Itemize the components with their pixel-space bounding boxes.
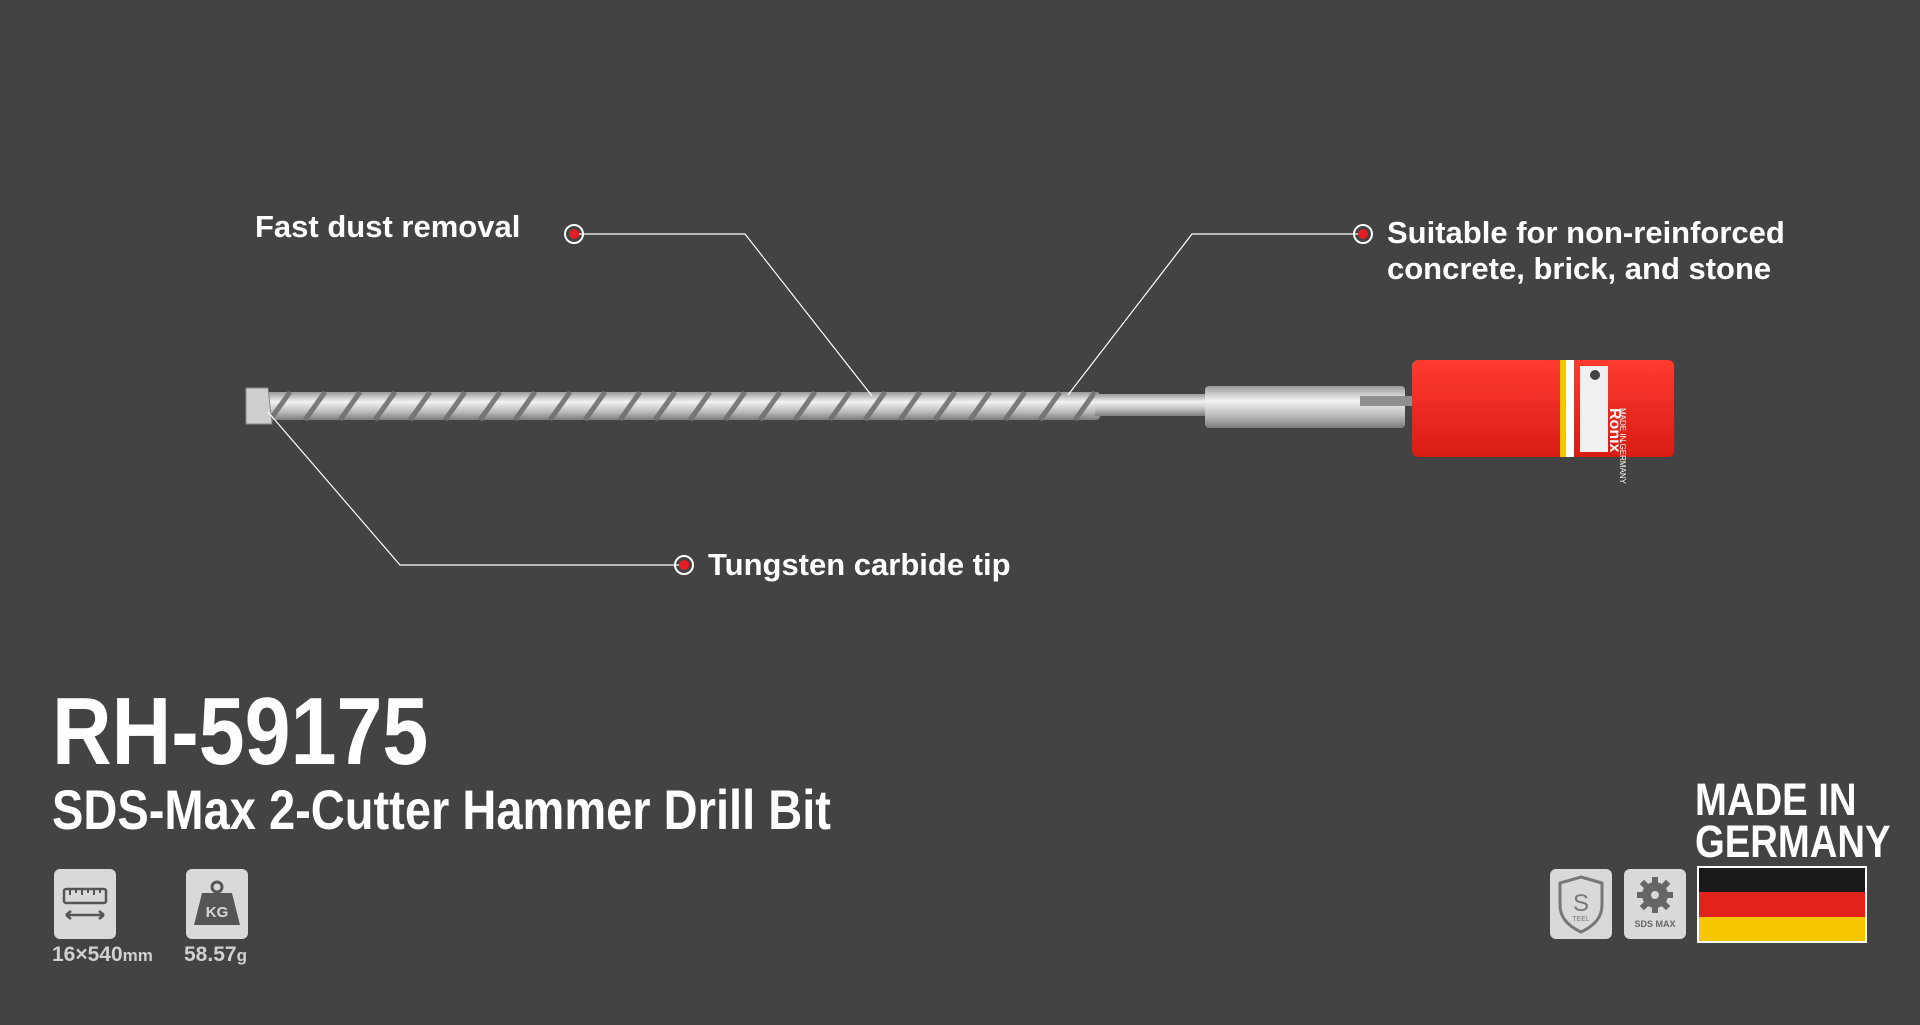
steel-shield-icon: S TEEL	[1550, 869, 1612, 939]
weight-icon-label: KG	[206, 904, 229, 921]
callout-lines	[267, 233, 1363, 566]
callout-suitable-line1: Suitable for non-reinforced	[1387, 215, 1785, 250]
spec-weight-value: 58.57	[184, 943, 237, 966]
steel-icon-letter: S	[1573, 890, 1589, 917]
flag-stripe-gold	[1699, 916, 1865, 941]
spec-size-unit: mm	[122, 946, 153, 965]
callout-tungsten-tip: Tungsten carbide tip	[708, 547, 1011, 583]
product-model: RH-59175	[52, 678, 429, 785]
package-brand: Ronix	[1606, 408, 1623, 453]
ruler-icon	[54, 869, 116, 939]
flag-stripe-red	[1699, 892, 1865, 917]
callout-dust-text: Fast dust removal	[255, 209, 521, 244]
drill-bit-image: Ronix MADE IN GERMANY	[245, 360, 1674, 485]
callout-fast-dust-removal: Fast dust removal	[255, 209, 520, 245]
callout-suitable-materials: Suitable for non-reinforced concrete, br…	[1387, 215, 1785, 287]
spec-weight-unit: g	[236, 946, 247, 965]
made-in-line1: MADE IN	[1695, 774, 1857, 825]
steel-icon-sub: TEEL	[1572, 916, 1590, 923]
made-in-germany: MADE IN GERMANY	[1695, 774, 1891, 867]
spec-size: 16×540mm	[52, 943, 153, 967]
callout-suitable-line2: concrete, brick, and stone	[1387, 251, 1772, 286]
callout-dots	[564, 224, 1373, 575]
product-name: SDS-Max 2-Cutter Hammer Drill Bit	[52, 778, 831, 841]
package-made-in: MADE IN GERMANY	[1618, 408, 1627, 485]
weight-kg-icon: KG	[186, 869, 248, 939]
flute-spiral	[267, 390, 1098, 422]
spec-size-value: 16×540	[52, 943, 123, 966]
flag-stripe-black	[1699, 868, 1865, 893]
made-in-line2: GERMANY	[1695, 816, 1891, 867]
sds-icon-label: SDS MAX	[1634, 919, 1675, 929]
sds-max-icon: SDS MAX	[1624, 869, 1686, 939]
german-flag-icon	[1697, 866, 1867, 943]
callout-tip-text: Tungsten carbide tip	[708, 547, 1011, 582]
spec-weight: 58.57g	[184, 943, 247, 967]
package: Ronix MADE IN GERMANY	[1412, 360, 1674, 485]
